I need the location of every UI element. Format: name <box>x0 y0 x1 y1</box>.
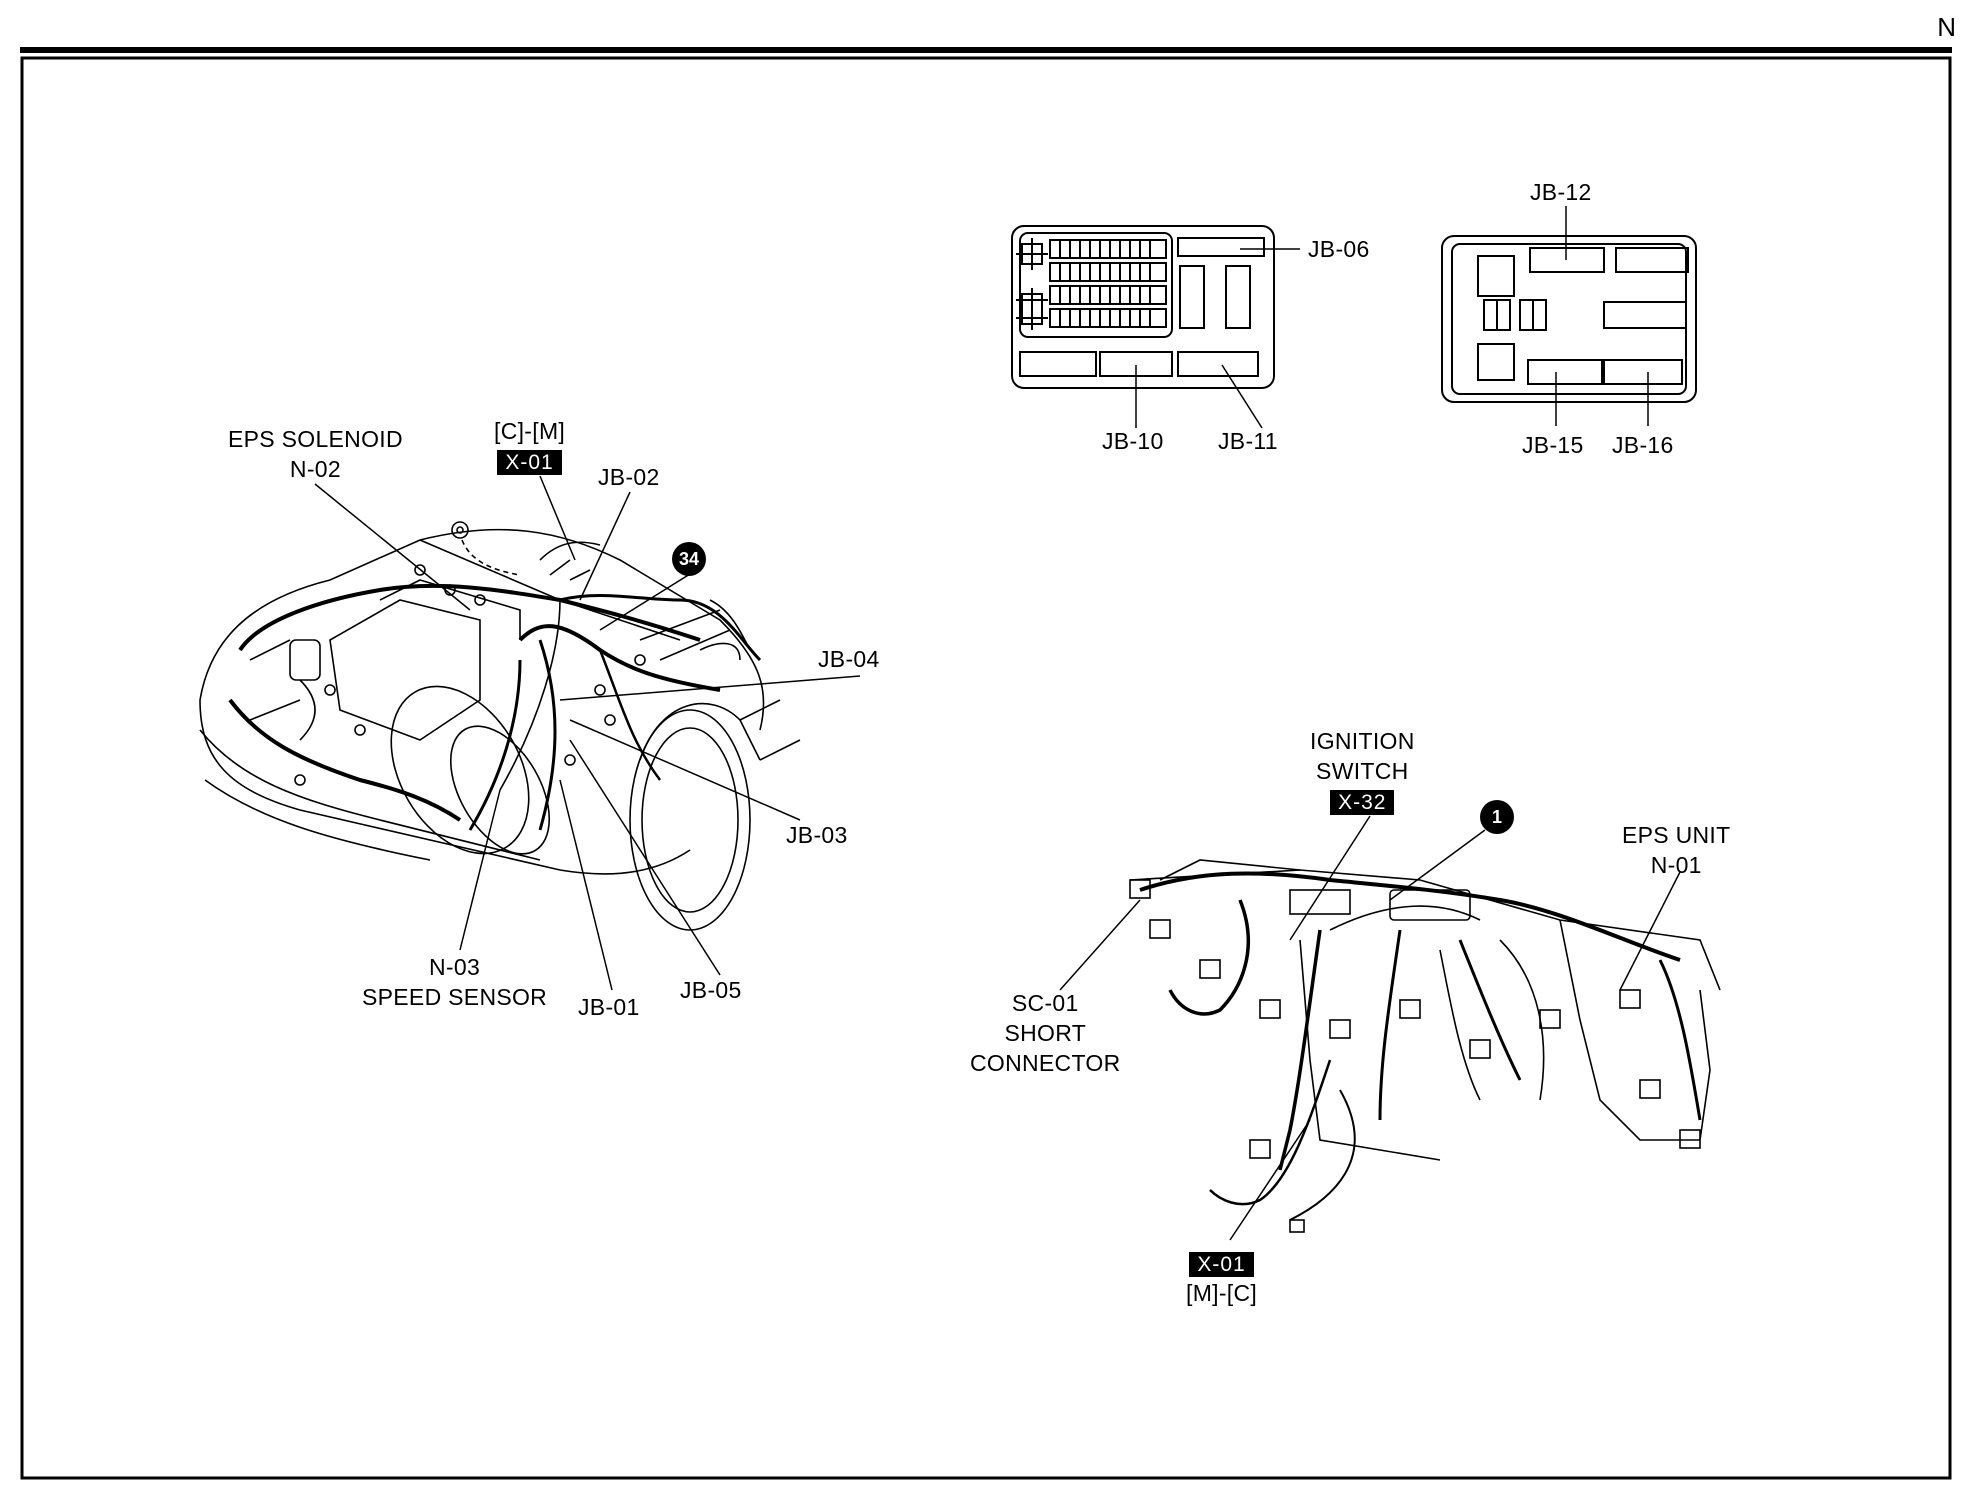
eps-unit-code: N-01 <box>1650 852 1702 878</box>
short-connector-code: SC-01 <box>1011 990 1079 1016</box>
label-jb-12: JB-12 <box>1530 179 1592 205</box>
label-speed-sensor: N-03 SPEED SENSOR <box>362 952 547 1012</box>
label-jb-11: JB-11 <box>1218 428 1278 454</box>
connector-bottom-path: [M]-[C] <box>1186 1280 1258 1306</box>
page-frame <box>20 56 1952 1480</box>
dashboard-leaders <box>1059 815 1681 1241</box>
label-jb-05: JB-05 <box>680 977 742 1003</box>
junction-box-left-drawing <box>1011 225 1275 389</box>
ignition-switch-line2: SWITCH <box>1316 758 1409 784</box>
dashboard-drawing <box>1129 859 1721 1233</box>
fuse-grid <box>1016 238 1167 330</box>
junction-box-left-leaders <box>1135 248 1300 429</box>
ignition-switch-code: X-32 <box>1330 790 1395 815</box>
section-letter: N <box>1937 12 1956 42</box>
label-eps-unit: EPS UNIT N-01 <box>1622 820 1730 880</box>
ground-badge-34: 34 <box>672 542 706 576</box>
junction-box-right-drawing <box>1441 235 1697 403</box>
junction-box-right-leaders <box>1555 206 1649 426</box>
ground-badge-1: 1 <box>1480 800 1514 834</box>
label-jb-16: JB-16 <box>1612 432 1674 458</box>
connector-top-code: X-01 <box>497 450 562 475</box>
ignition-switch-line1: IGNITION <box>1310 728 1415 754</box>
connector-top-path: [C]-[M] <box>494 418 566 444</box>
short-connector-line2: CONNECTOR <box>970 1050 1121 1076</box>
label-jb-02: JB-02 <box>598 464 660 490</box>
label-eps-solenoid: EPS SOLENOID N-02 <box>228 424 403 484</box>
label-jb-01: JB-01 <box>578 994 640 1020</box>
label-connector-top: [C]-[M] X-01 <box>494 416 565 476</box>
speed-sensor-code: N-03 <box>429 954 481 980</box>
label-jb-04: JB-04 <box>818 646 880 672</box>
engine-bay-drawing <box>199 521 801 931</box>
label-ignition-switch: IGNITION SWITCH X-32 <box>1310 726 1415 816</box>
label-jb-10: JB-10 <box>1102 428 1164 454</box>
connector-bottom-code: X-01 <box>1189 1252 1254 1277</box>
speed-sensor-title: SPEED SENSOR <box>362 984 548 1010</box>
label-jb-15: JB-15 <box>1522 432 1584 458</box>
label-connector-bottom: X-01 [M]-[C] <box>1186 1248 1257 1308</box>
label-jb-03: JB-03 <box>786 822 848 848</box>
eps-solenoid-title: EPS SOLENOID <box>228 426 403 452</box>
engine-bay-leaders <box>314 475 861 991</box>
label-short-connector: SC-01 SHORT CONNECTOR <box>970 988 1121 1078</box>
label-jb-06: JB-06 <box>1308 236 1370 262</box>
short-connector-line1: SHORT <box>1004 1020 1087 1046</box>
eps-solenoid-code: N-02 <box>289 456 341 482</box>
eps-unit-title: EPS UNIT <box>1622 822 1731 848</box>
